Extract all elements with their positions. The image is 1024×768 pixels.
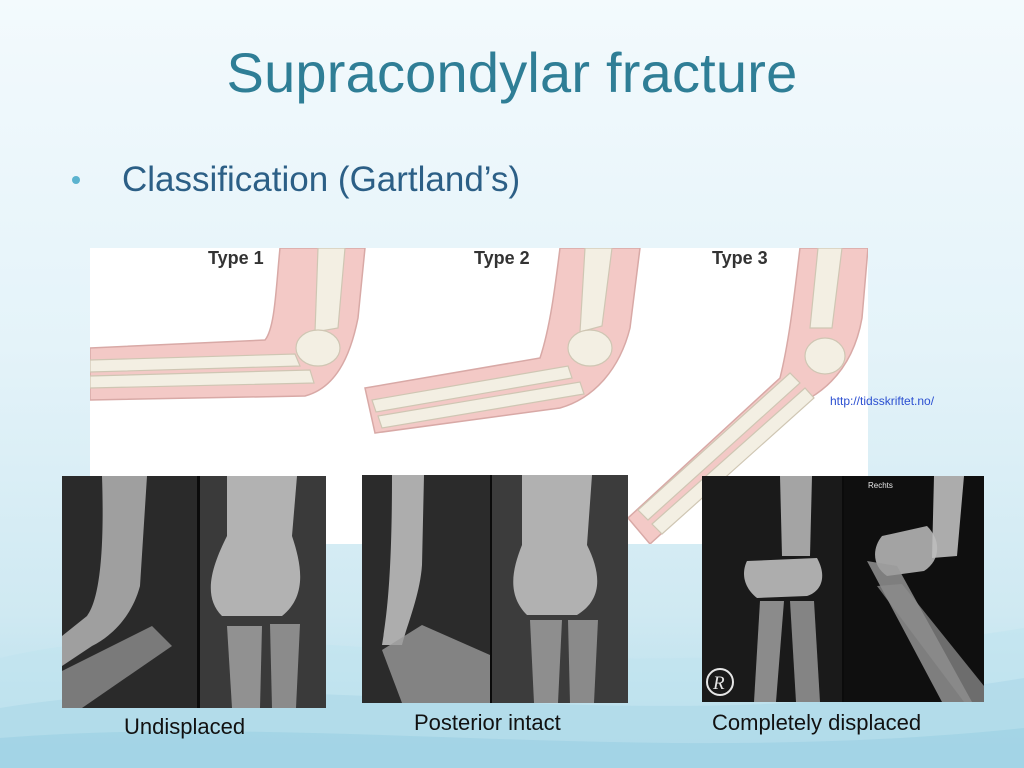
- r-marker-icon: [706, 668, 734, 696]
- source-link[interactable]: http://tidsskriftet.no/: [830, 394, 935, 408]
- type-3-label: Type 3: [712, 248, 768, 268]
- elbow-illustrations: Type 1 Type 2 Type 3: [90, 248, 868, 544]
- xray-undisplaced: [62, 476, 326, 708]
- xray-posterior-intact: [362, 475, 628, 703]
- type-2-illustration: [364, 248, 641, 434]
- xray-image: [62, 476, 326, 708]
- bullet-text: Classification (Gartland’s): [122, 160, 521, 199]
- caption-posterior-intact: Posterior intact: [414, 710, 561, 735]
- type-1-label: Type 1: [208, 248, 264, 268]
- caption-completely-displaced: Completely displaced: [712, 710, 922, 735]
- type-2-label: Type 2: [474, 248, 530, 268]
- caption-undisplaced: Undisplaced: [124, 714, 246, 739]
- r-marker-text: R: [712, 673, 725, 694]
- xray-image: Rechts R: [702, 476, 984, 702]
- side-marker-text: Rechts: [868, 481, 893, 490]
- bullet-item: Classification (Gartland’s): [72, 160, 520, 200]
- type-3-illustration: [626, 248, 868, 544]
- slide-title: Supracondylar fracture: [226, 41, 798, 104]
- xray-image: [362, 475, 628, 703]
- xray-completely-displaced: Rechts R: [702, 476, 984, 702]
- type-1-illustration: [90, 248, 366, 401]
- bullet-dot-icon: [72, 176, 80, 184]
